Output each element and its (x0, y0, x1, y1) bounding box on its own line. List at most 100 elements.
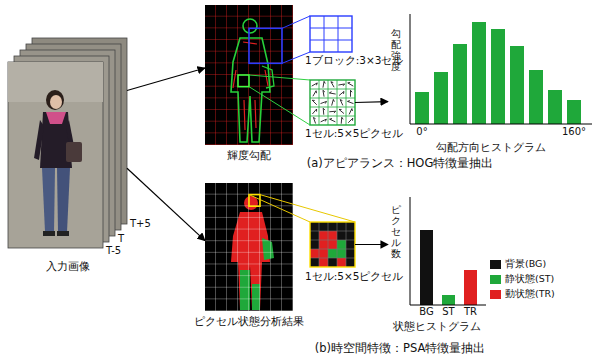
state-cell (319, 222, 328, 231)
legend-text: 静状態(ST) (505, 273, 554, 286)
state-histogram (420, 230, 433, 305)
legend-text: 動状態(TR) (505, 288, 555, 301)
legend-swatch (490, 260, 501, 269)
psa-image (249, 195, 260, 207)
legend-row: 背景(BG) (490, 258, 546, 271)
legend-swatch (490, 275, 501, 284)
psa-image: ピクセル状態分析結果 (205, 183, 293, 311)
state-cell (319, 240, 328, 249)
gradient-arrow (339, 91, 344, 95)
state-cell (337, 249, 346, 258)
block-zoom (310, 16, 352, 52)
state-cell (310, 240, 319, 249)
flow-arrow (355, 101, 388, 103)
node-label: 1セル:5×5ピクセル (305, 270, 403, 283)
gradient-arrow (312, 83, 318, 86)
histogram-bar (529, 70, 543, 124)
node-label: 状態ヒストグラム (393, 320, 481, 333)
psa-cell-zoom (310, 222, 355, 267)
flow-arrow (127, 168, 205, 240)
psa-cell-zoom (310, 222, 355, 267)
axis-tick: 160° (562, 126, 586, 138)
axis-tick: 0° (416, 126, 427, 138)
gradient-image (243, 19, 257, 33)
state-cell (337, 231, 346, 240)
state-histogram (410, 197, 486, 305)
gradient-arrow (348, 82, 354, 86)
histogram-bar (491, 29, 505, 124)
gradient-arrow (330, 119, 336, 122)
gradient-arrow (312, 109, 316, 114)
psa-cell-zoom: 1セル:5×5ピクセル (310, 222, 355, 267)
hog-histogram (410, 14, 592, 124)
gradient-image (249, 28, 282, 63)
hog-histogram (410, 14, 592, 124)
histogram-bar (510, 46, 524, 124)
cell-zoom (310, 80, 355, 125)
state-cell (328, 222, 337, 231)
state-cell (310, 258, 319, 267)
gradient-arrow (351, 90, 353, 96)
state-cell (346, 258, 355, 267)
state-cell (328, 231, 337, 240)
histogram-bar (415, 92, 429, 124)
state-histogram (442, 295, 455, 305)
person-photo (66, 142, 82, 162)
psa-image (205, 183, 293, 311)
node-label: 入力画像 (46, 260, 90, 273)
state-cell (337, 240, 346, 249)
gradient-arrow (320, 101, 326, 103)
node-label: 1ブロック:3×3セル (305, 54, 403, 67)
state-cell (310, 249, 319, 258)
leader-line (249, 75, 310, 125)
person-photo (57, 231, 69, 236)
gradient-arrow (339, 109, 344, 113)
psa-image (205, 183, 293, 311)
psa-image (205, 183, 293, 311)
block-zoom (310, 16, 352, 52)
gradient-arrow (341, 117, 343, 123)
state-histogram: 状態ヒストグラム (388, 195, 486, 305)
input-frames (8, 62, 103, 248)
gradient-arrow (349, 109, 352, 115)
category-label: TR (464, 306, 477, 318)
node-label: 1セル:5×5ピクセル (305, 127, 403, 140)
gradient-image: 輝度勾配 (205, 5, 293, 145)
state-histogram (410, 197, 486, 305)
gradient-arrow (338, 84, 344, 86)
state-cell (337, 258, 346, 267)
gradient-arrow (347, 101, 353, 104)
figure-caption: (b)時空間特徴：PSA特徴量抽出 (315, 342, 486, 355)
flow-arrow (355, 244, 388, 245)
gradient-arrow (331, 82, 334, 88)
state-cell (346, 231, 355, 240)
person-photo (34, 90, 82, 236)
gradient-arrow (323, 81, 325, 87)
state-cell (328, 258, 337, 267)
input-image-stack: 入力画像 (8, 38, 127, 248)
input-frames (8, 38, 127, 248)
legend-text: 背景(BG) (505, 258, 546, 271)
axis-label: 勾配強度 (391, 28, 401, 72)
block-zoom (310, 16, 352, 52)
category-label: ST (442, 306, 454, 318)
gradient-image (231, 38, 270, 142)
person-photo (43, 231, 55, 236)
cell-zoom (312, 81, 354, 123)
person-photo (50, 95, 62, 109)
node-label: 勾配方向ヒストグラム (436, 141, 546, 154)
hog-histogram (415, 22, 581, 124)
node-label: ピクセル状態分析結果 (194, 315, 304, 328)
gradient-arrow (323, 108, 325, 114)
axis-label: ピクセル数 (391, 204, 401, 259)
histogram-bar (453, 44, 467, 124)
gradient-arrow (340, 100, 343, 106)
block-zoom: 1ブロック:3×3セル (310, 16, 352, 52)
state-cell (346, 249, 355, 258)
state-cell (310, 222, 319, 231)
gradient-arrow (312, 100, 317, 105)
state-histogram (464, 270, 477, 305)
gradient-arrow (313, 117, 315, 123)
